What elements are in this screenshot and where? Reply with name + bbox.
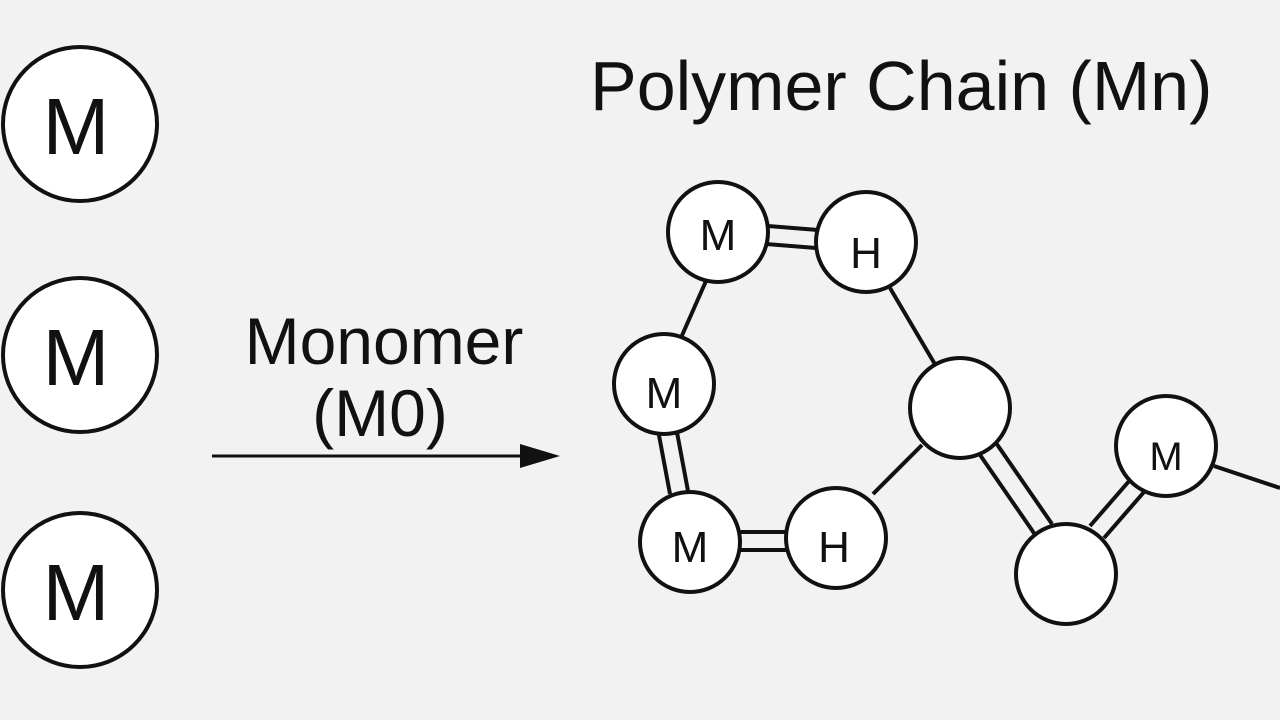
atom-top-m-symbol: M (700, 211, 737, 260)
monomer-label-line2: (M0) (312, 376, 448, 450)
atom-bottom-m-circle (638, 490, 742, 594)
monomer-middle-circle (1, 276, 159, 434)
atom-blank-2-circle (1014, 522, 1118, 626)
atom-top-m-circle (666, 180, 770, 284)
atom-bottom-h-symbol: H (818, 523, 850, 572)
atom-top-h-symbol: H (850, 229, 882, 278)
monomer-top: M (1, 45, 159, 203)
monomer-middle: M (1, 276, 159, 434)
bond-tail (1213, 464, 1280, 490)
atom-mid-m-circle (612, 332, 716, 436)
monomer-bottom-circle (1, 511, 159, 669)
bond-end-double-a (1088, 478, 1132, 528)
bond-bottomh-blank1 (871, 443, 924, 496)
chain-atom-top-h: H (814, 190, 918, 294)
bond-blank-double-a (976, 450, 1038, 538)
reaction-arrow (212, 444, 560, 468)
monomer-middle-symbol: M (43, 313, 110, 402)
chain-atom-bottom-h: H (784, 486, 888, 590)
monomer-bottom-symbol: M (43, 548, 110, 637)
chain-atom-blank-2 (1014, 522, 1118, 626)
chain-atom-bottom-m: M (638, 490, 742, 594)
bond-top-double-a (767, 224, 819, 232)
chain-bonds (656, 224, 1280, 552)
monomer-bottom: M (1, 511, 159, 669)
atom-bottom-h-circle (784, 486, 888, 590)
monomer-top-symbol: M (43, 82, 110, 171)
chain-atom-mid-m: M (612, 332, 716, 436)
bond-end-double-b (1102, 490, 1146, 540)
bond-mid-double-a (656, 429, 672, 495)
diagram-title: Polymer Chain (Mn) (590, 47, 1212, 125)
chain-atom-blank-1 (908, 356, 1012, 460)
atom-end-m-symbol: M (1149, 435, 1182, 479)
bond-toph-blank1 (888, 286, 938, 368)
bond-blank-double-b (992, 438, 1054, 526)
atom-mid-m-symbol: M (646, 369, 683, 418)
atom-bottom-m-symbol: M (672, 523, 709, 572)
bond-mid-double-b (674, 426, 690, 492)
atom-end-m-circle (1114, 394, 1218, 498)
atom-blank-1-circle (908, 356, 1012, 460)
chain-atom-end-m: M (1114, 394, 1218, 498)
arrow-head (520, 444, 560, 468)
bond-top-double-b (765, 242, 817, 250)
atom-top-h-circle (814, 190, 918, 294)
chain-atom-top-m: M (666, 180, 770, 284)
monomer-label-line1: Monomer (245, 304, 524, 378)
monomer-top-circle (1, 45, 159, 203)
bond-topm-midm (678, 280, 708, 341)
